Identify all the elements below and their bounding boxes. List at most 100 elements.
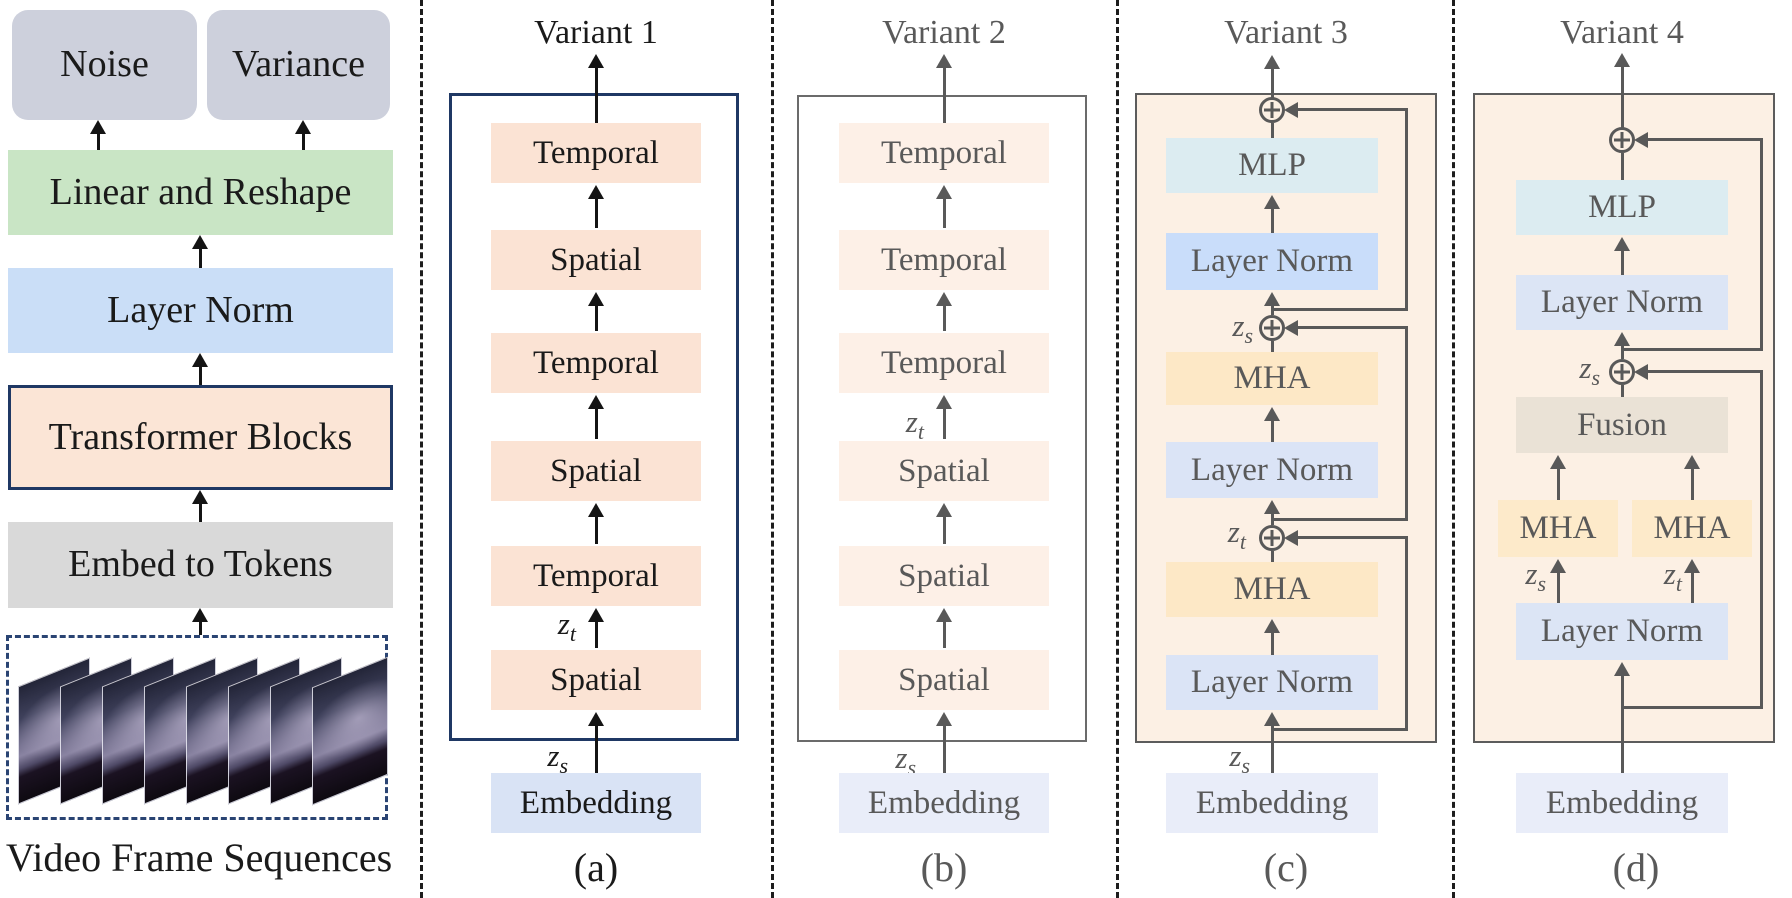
residual-arrowhead (1284, 320, 1298, 336)
mlp-label: MLP (1588, 189, 1656, 226)
variant3-sublabel: (c) (1236, 843, 1336, 893)
fusion-label: Fusion (1577, 406, 1667, 443)
variant2-block-spatial: Spatial (839, 546, 1049, 606)
variant2-arrow (936, 185, 952, 228)
embedding-label: Embedding (867, 784, 1021, 821)
variant4-arrow-zt (1684, 559, 1700, 603)
variant4-fusion-box: Fusion (1516, 397, 1728, 453)
column-separator (1452, 0, 1455, 898)
add-op-zt (1259, 525, 1285, 551)
variant1-title-text: Variant 1 (534, 14, 658, 52)
residual-line (1295, 108, 1408, 111)
variant3-output-arrow (1264, 55, 1280, 99)
variant1-input-arrow (588, 712, 604, 773)
variant2-arrow (936, 608, 952, 648)
variant4-layer-norm-box: Layer Norm (1516, 275, 1728, 330)
variant4-layer-norm-box: Layer Norm (1516, 603, 1728, 660)
variant2-embedding-box: Embedding (839, 773, 1049, 833)
variant1-arrow (588, 503, 604, 544)
variant1-block-temporal: Temporal (491, 333, 701, 393)
column-separator (420, 0, 423, 898)
residual-arrowhead (1634, 364, 1648, 380)
mha-label: MHA (1233, 360, 1311, 397)
linear-reshape-box: Linear and Reshape (8, 150, 393, 235)
mha-label: MHA (1519, 510, 1597, 547)
transformer-blocks-label: Transformer Blocks (48, 415, 353, 458)
variant1-arrow (588, 292, 604, 331)
variant4-arrow-right (1684, 455, 1700, 500)
variant4-title-text: Variant 4 (1560, 14, 1684, 52)
z-symbol: z (1227, 514, 1240, 549)
z-s-label: zs (1200, 738, 1250, 779)
variant2-input-arrow (936, 712, 952, 773)
z-s-label: zs (518, 738, 568, 779)
variant3-mlp-box: MLP (1166, 138, 1378, 193)
variance-box: Variance (207, 10, 390, 120)
variant1-container (449, 93, 739, 741)
embed-tokens-label: Embed to Tokens (68, 543, 333, 586)
layer-norm-label: Layer Norm (1190, 243, 1354, 280)
transformer-blocks-box: Transformer Blocks (8, 385, 393, 490)
variant3-embedding-box: Embedding (1166, 773, 1378, 833)
z-subscript: t (917, 419, 924, 444)
variant2-arrow (936, 292, 952, 331)
block-label: Spatial (550, 241, 642, 278)
variant1-arrow (588, 185, 604, 228)
arrow-to-noise (90, 120, 106, 150)
arrow-frames-to-embed (192, 608, 208, 635)
variant1-block-spatial: Spatial (491, 230, 701, 290)
layer-norm-label: Layer Norm (1190, 664, 1354, 701)
variant2-arrow (936, 395, 952, 439)
linear-reshape-label: Linear and Reshape (49, 170, 352, 213)
embedding-label: Embedding (1545, 784, 1699, 821)
z-symbol: z (547, 738, 560, 773)
z-t-label: zt (1196, 514, 1246, 555)
mha-label: MHA (1653, 510, 1731, 547)
z-subscript: s (559, 753, 568, 778)
residual-arrowhead (1284, 102, 1298, 118)
sublabel-text: (a) (573, 845, 619, 890)
z-symbol: z (905, 404, 918, 439)
variant2-block-spatial: Spatial (839, 441, 1049, 501)
embedding-label: Embedding (519, 784, 673, 821)
variant4-arrow (1614, 237, 1630, 275)
layer-norm-box-left: Layer Norm (8, 268, 393, 353)
residual-line (1405, 108, 1408, 310)
variant4-sublabel: (d) (1586, 843, 1686, 893)
z-t-label: zt (874, 404, 924, 445)
variant2-title: Variant 2 (794, 12, 1094, 54)
variant4-arrow-zs (1550, 559, 1566, 603)
arrow-embed-to-blocks (192, 490, 208, 522)
residual-arrowhead (1634, 132, 1648, 148)
variant3-mha-box: MHA (1166, 562, 1378, 617)
variant1-title: Variant 1 (446, 12, 746, 54)
embedding-label: Embedding (1195, 784, 1349, 821)
block-label: Spatial (550, 452, 642, 489)
noise-label: Noise (60, 43, 149, 86)
variant3-mha-box: MHA (1166, 352, 1378, 405)
residual-line (1295, 326, 1408, 329)
variant2-output-arrow (936, 54, 952, 123)
z-t-label: zt (526, 606, 576, 647)
variant3-arrow (1264, 292, 1280, 315)
residual-branch (1622, 706, 1763, 709)
block-label: Temporal (533, 344, 659, 381)
sublabel-text: (b) (920, 845, 968, 890)
variant3-layer-norm-box: Layer Norm (1166, 442, 1378, 498)
residual-branch (1272, 518, 1408, 521)
embed-tokens-box: Embed to Tokens (8, 522, 393, 608)
stem-line (1271, 341, 1274, 352)
z-s-label: zs (1502, 556, 1546, 597)
variant4-output-arrow (1614, 53, 1630, 128)
arrow-blocks-to-layernorm (192, 353, 208, 385)
z-subscript: t (1675, 571, 1682, 596)
variant2-sublabel: (b) (894, 843, 994, 893)
variant4-title: Variant 4 (1472, 12, 1772, 54)
variant4-arrow (1614, 332, 1630, 359)
stem-line (1621, 153, 1624, 180)
stem-line (1271, 123, 1274, 138)
block-label: Spatial (898, 661, 990, 698)
variant4-mha-temporal-box: MHA (1632, 500, 1752, 557)
arrow-to-variance (295, 120, 311, 150)
mlp-label: MLP (1238, 147, 1306, 184)
